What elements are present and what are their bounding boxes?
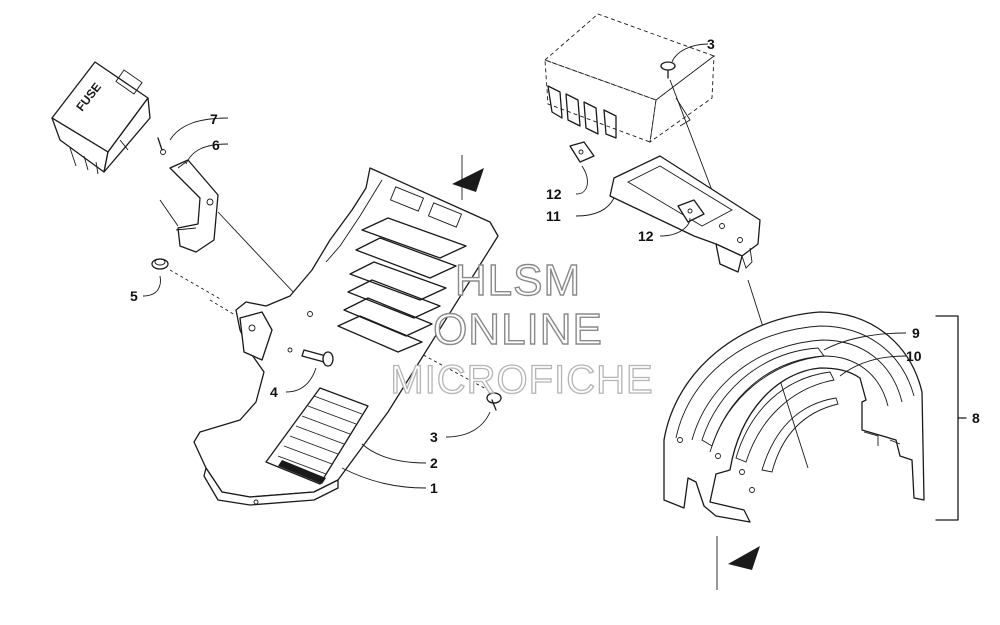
callout-12-upper: 12 (546, 186, 562, 202)
watermark-line-2: ONLINE (433, 305, 603, 354)
callout-11: 11 (546, 208, 561, 224)
callout-4: 4 (270, 384, 278, 400)
bolt-part-4 (301, 349, 334, 367)
callout-8: 8 (972, 410, 980, 426)
callout-6: 6 (212, 137, 220, 153)
callout-7: 7 (210, 111, 218, 127)
callout-3-upper: 3 (707, 36, 715, 52)
watermark: HLSM ONLINE MICROFICHE (390, 255, 654, 402)
screw-part-3-lower (486, 392, 502, 411)
front-direction-arrow-top (452, 155, 484, 200)
callout-10: 10 (906, 348, 922, 364)
watermark-line-3: MICROFICHE (390, 358, 653, 402)
decal-part-2 (265, 387, 369, 485)
control-module (544, 13, 715, 143)
callout-9: 9 (912, 325, 920, 341)
callout-5: 5 (130, 288, 138, 304)
watermark-line-1: HLSM (455, 256, 581, 305)
vent-louvres (337, 217, 467, 353)
nut-part-5 (151, 258, 223, 301)
decal-strips-9-10 (701, 347, 839, 473)
group-bracket-8 (935, 315, 959, 521)
fuse-box: FUSE (51, 61, 151, 175)
front-direction-arrow-bottom (716, 536, 760, 590)
guide-line (209, 299, 236, 316)
leader-lines (142, 43, 907, 489)
callout-12-lower: 12 (638, 228, 654, 244)
bracket-part-6 (159, 159, 219, 253)
module-connectors (547, 85, 617, 139)
screw-part-7 (157, 137, 166, 155)
callout-1: 1 (430, 480, 438, 496)
clip-nut-part-12-lower (677, 199, 705, 223)
panel-part-1 (193, 167, 499, 506)
clip-nut-part-12-upper (569, 141, 595, 163)
module-tab (675, 97, 691, 127)
fender-part-8 (663, 311, 925, 523)
callout-2: 2 (430, 455, 438, 471)
callout-3-lower: 3 (430, 429, 438, 445)
